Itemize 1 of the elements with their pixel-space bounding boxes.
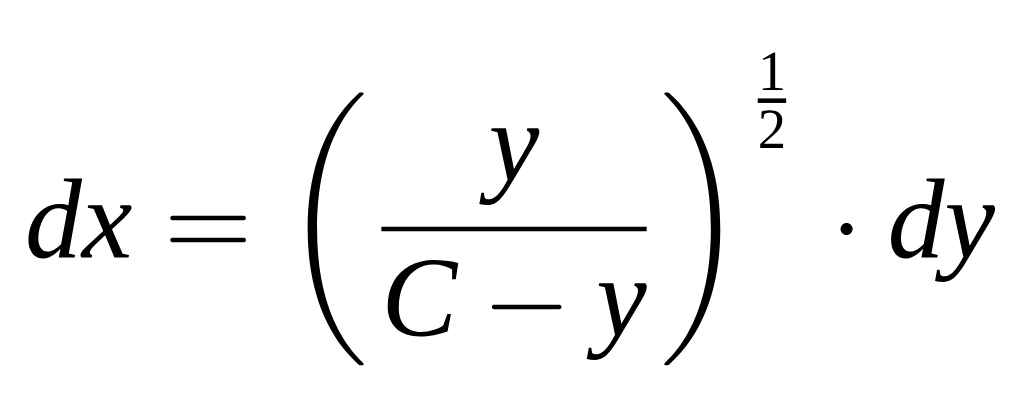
formula: $dx = \left(\frac{y}{C - y}\right)^{\frac{1}{2}} \cdot dy$ xyxy=(28,52,996,366)
